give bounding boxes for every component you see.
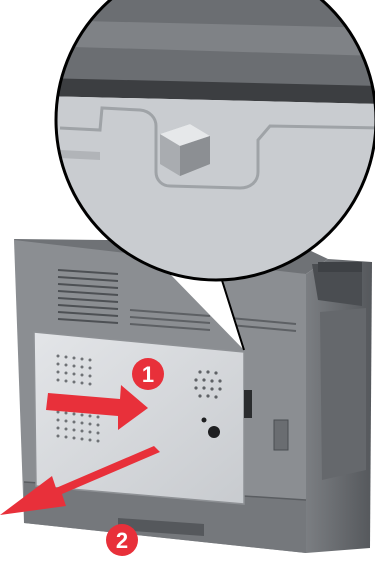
svg-text:2: 2	[116, 528, 128, 553]
step-1-badge: 1	[132, 358, 164, 390]
svg-text:1: 1	[142, 362, 154, 387]
shield-latch	[244, 390, 252, 418]
screw-icon	[208, 426, 220, 438]
step-2-badge: 2	[106, 524, 138, 556]
controller-shield	[34, 332, 252, 504]
